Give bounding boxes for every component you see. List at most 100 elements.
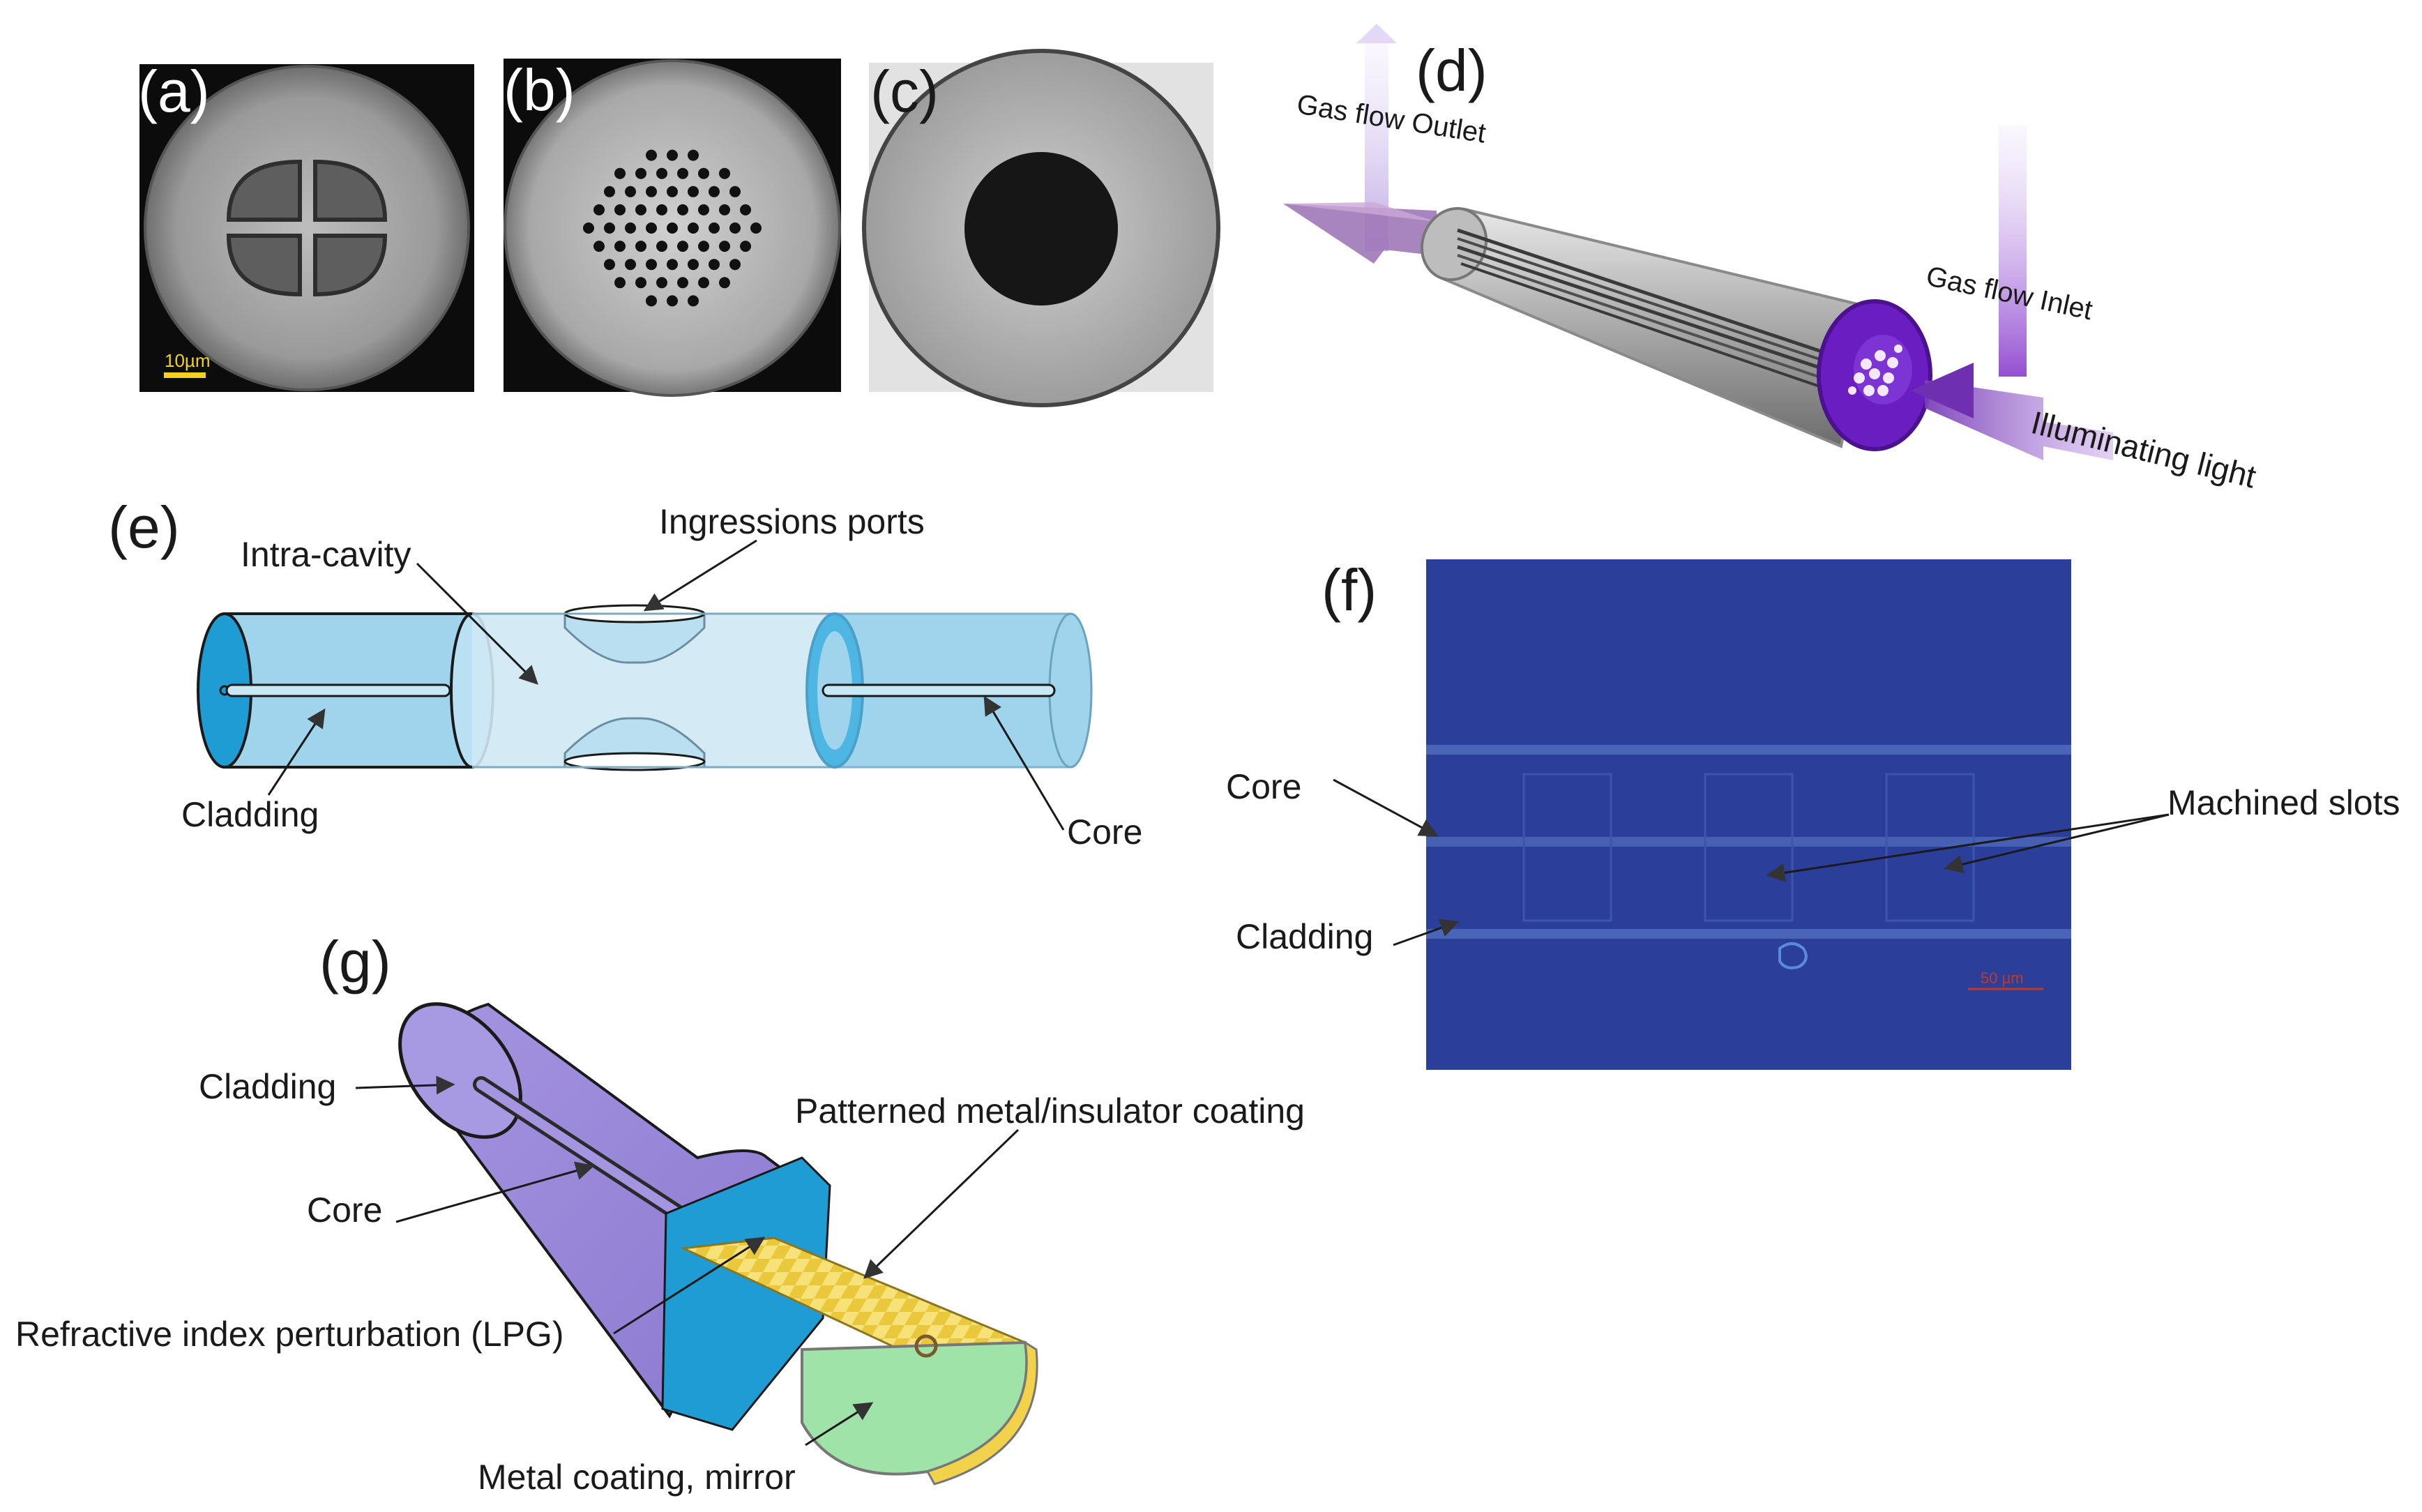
- air-hole: [593, 241, 605, 252]
- air-hole: [667, 149, 678, 161]
- air-hole: [646, 295, 657, 307]
- panel-f-scale-label: 50 µm: [1981, 969, 2024, 987]
- air-hole: [698, 204, 709, 216]
- air-hole: [677, 167, 688, 179]
- panel-a-scale-label: 10µm: [165, 350, 211, 371]
- air-hole: [719, 204, 730, 216]
- panel-d: (d) Gas flow Outlet Gas flow Inlet Illum…: [1283, 24, 2260, 495]
- air-hole: [656, 167, 667, 179]
- air-hole: [709, 222, 720, 234]
- air-hole: [698, 167, 709, 179]
- air-hole: [635, 204, 646, 216]
- air-hole: [604, 222, 615, 234]
- air-hole: [635, 167, 646, 179]
- panel-d-illuminating-light-beam: [1911, 363, 2113, 460]
- air-hole: [729, 222, 741, 234]
- air-hole: [604, 186, 615, 197]
- air-hole: [740, 204, 751, 216]
- air-hole: [646, 259, 657, 271]
- panel-a-letter: (a): [138, 59, 210, 124]
- air-hole: [709, 259, 720, 271]
- air-hole: [667, 222, 678, 234]
- air-hole: [604, 259, 615, 271]
- panel-g-cut-face: [661, 1156, 831, 1431]
- air-hole: [614, 204, 626, 216]
- panel-e-core-label: Core: [1067, 812, 1142, 852]
- air-hole: [646, 186, 657, 197]
- panel-f-lower-cladding-edge: [1426, 929, 2071, 939]
- panel-e-right-core: [822, 683, 1056, 697]
- panel-e-left-core: [225, 683, 451, 697]
- panel-g-coating-label: Patterned metal/insulator coating: [795, 1091, 1305, 1131]
- panel-d-letter: (d): [1416, 38, 1488, 103]
- panel-g-cladding-label: Cladding: [199, 1067, 336, 1106]
- air-hole: [688, 149, 699, 161]
- panel-a: 10µm (a): [138, 59, 474, 392]
- air-hole: [698, 277, 709, 289]
- panel-f-upper-cladding-edge: [1426, 745, 2071, 755]
- panel-f-machined-slots-label: Machined slots: [2167, 783, 2400, 822]
- air-hole: [583, 222, 594, 234]
- panel-f-core-line: [1426, 837, 2071, 847]
- air-hole: [688, 259, 699, 271]
- panel-f-machined-slots: [1522, 773, 1975, 922]
- panel-e-ingression-ports-label: Ingressions ports: [659, 502, 925, 541]
- panel-g-letter: (g): [319, 929, 391, 995]
- air-hole: [625, 259, 636, 271]
- air-hole: [719, 167, 730, 179]
- panel-f-letter: (f): [1322, 557, 1377, 623]
- air-hole: [667, 295, 678, 307]
- panel-f-cladding-label: Cladding: [1236, 917, 1373, 956]
- panel-c-hollow-core: [964, 152, 1118, 305]
- air-hole: [729, 259, 741, 271]
- panel-f: (f) 50 µm Core Cladding Machined slots: [1226, 557, 2400, 1070]
- air-hole: [688, 295, 699, 307]
- air-hole: [667, 186, 678, 197]
- air-hole: [646, 149, 657, 161]
- panel-g-core-label: Core: [307, 1190, 382, 1230]
- panel-b-letter: (b): [504, 57, 575, 123]
- air-hole: [719, 241, 730, 252]
- panel-e-intra-cavity: [472, 604, 835, 771]
- air-hole: [646, 222, 657, 234]
- air-hole: [729, 186, 741, 197]
- air-hole: [688, 222, 699, 234]
- panel-g-lpg-label: Refractive index perturbation (LPG): [15, 1315, 563, 1354]
- air-hole: [635, 241, 646, 252]
- panel-f-micrograph: [1426, 559, 2071, 1070]
- panel-g-mirror-label: Metal coating, mirror: [478, 1458, 796, 1497]
- panel-c: (c): [862, 49, 1220, 407]
- air-hole: [614, 167, 626, 179]
- panel-a-scale-bar: [164, 372, 206, 378]
- panel-e: (e) Intra-cavity Ingressions ports Clad: [108, 494, 1142, 852]
- panel-e-cladding-label: Cladding: [181, 795, 319, 834]
- panel-a-quadrant-holes: [226, 159, 388, 297]
- panel-f-core-label: Core: [1226, 767, 1301, 806]
- panel-d-gas-inlet-arrow: [1999, 126, 2027, 377]
- panel-d-end-face-holes: [1848, 345, 1902, 396]
- air-hole: [677, 204, 688, 216]
- panel-g: (g) Cladding Core Patterned metal/insula…: [15, 929, 1305, 1497]
- air-hole: [656, 241, 667, 252]
- panel-c-letter: (c): [870, 59, 939, 124]
- air-hole: [614, 277, 626, 289]
- air-hole: [677, 241, 688, 252]
- air-hole: [656, 277, 667, 289]
- panel-b: (b): [504, 57, 841, 397]
- panel-d-pcf-body: [1420, 206, 1871, 448]
- air-hole: [625, 222, 636, 234]
- panel-a-fiber-cross-section: [145, 66, 469, 390]
- air-hole: [614, 241, 626, 252]
- air-hole: [750, 222, 762, 234]
- air-hole: [688, 186, 699, 197]
- air-hole: [656, 204, 667, 216]
- air-hole: [709, 186, 720, 197]
- air-hole: [625, 186, 636, 197]
- air-hole: [698, 241, 709, 252]
- panel-b-hole-array: [583, 149, 762, 307]
- air-hole: [667, 259, 678, 271]
- air-hole: [740, 241, 751, 252]
- air-hole: [593, 204, 605, 216]
- panel-e-intra-cavity-label: Intra-cavity: [241, 535, 411, 574]
